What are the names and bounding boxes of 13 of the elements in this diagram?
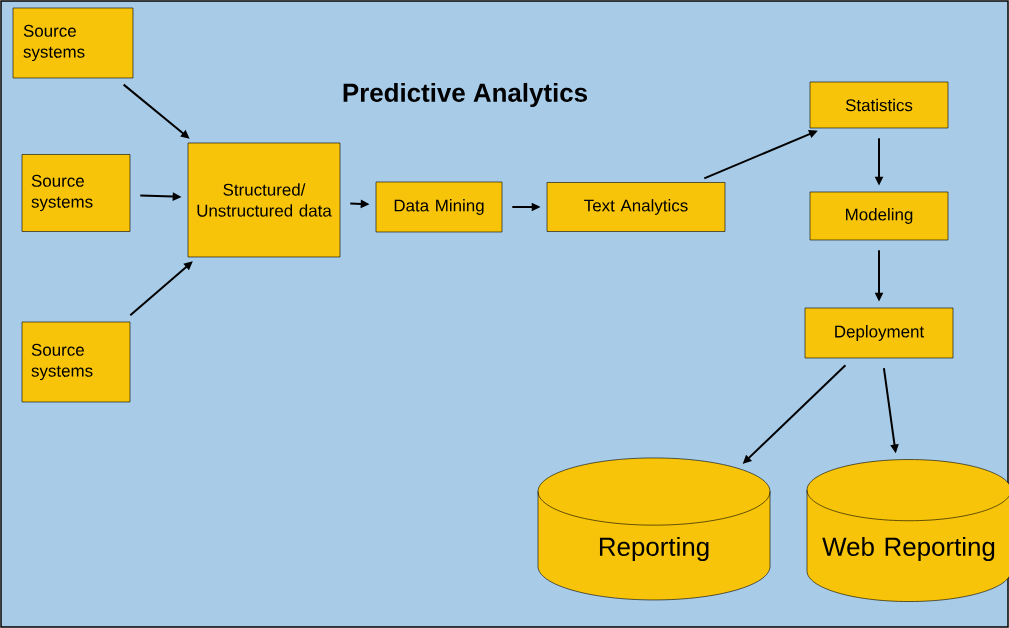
process-box: Modeling <box>809 191 949 241</box>
process-box: Data Mining <box>375 181 503 233</box>
database-cylinder: Web Reporting <box>806 459 1009 602</box>
process-box: Structured/ Unstructured data <box>187 142 341 258</box>
source-box: Source systems <box>21 321 131 403</box>
title: Predictive Analytics <box>343 82 587 108</box>
arrow <box>129 261 193 317</box>
source-box: Source systems <box>12 7 134 79</box>
process-box: Deployment <box>804 307 954 359</box>
database-cylinder: Reporting <box>537 457 771 601</box>
process-box: Statistics <box>809 81 949 129</box>
process-box: Text Analytics <box>546 182 726 232</box>
source-box: Source systems <box>21 154 131 232</box>
